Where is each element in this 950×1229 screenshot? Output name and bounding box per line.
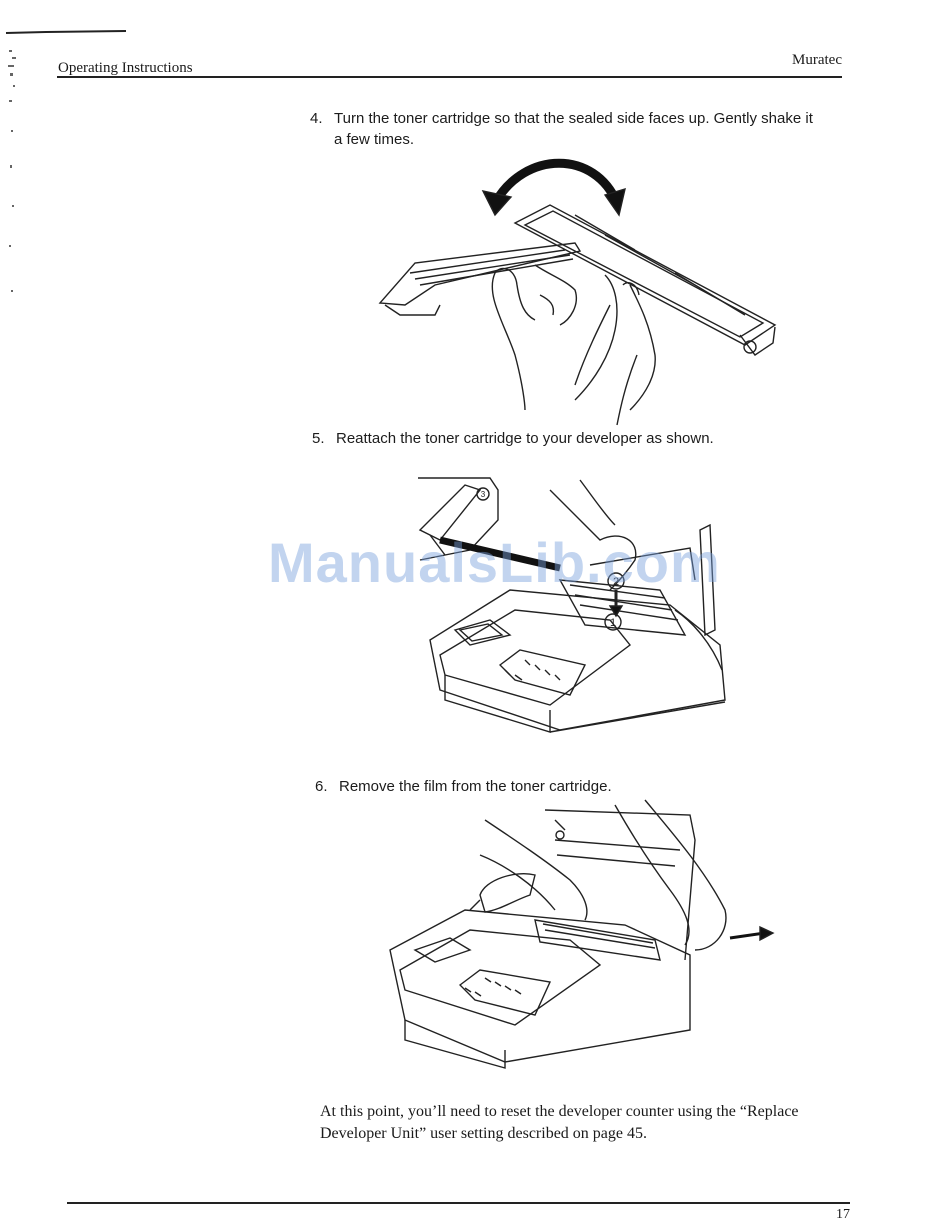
step-text: Reattach the toner cartridge to your dev… xyxy=(336,430,714,447)
step-5: 5. Reattach the toner cartridge to your d… xyxy=(312,428,714,449)
step-number: 6. xyxy=(315,778,328,795)
step-4: 4. Turn the toner cartridge so that the s… xyxy=(310,108,813,150)
callout-1: 1 xyxy=(610,617,616,629)
callout-2: 2 xyxy=(613,576,619,588)
figure-remove-film xyxy=(389,799,775,1069)
step-number: 5. xyxy=(312,430,325,447)
header-section-title: Operating Instructions xyxy=(58,60,193,76)
step-text-continued: a few times. xyxy=(334,131,415,148)
scan-mark xyxy=(5,30,127,34)
header-rule xyxy=(57,76,842,78)
watermark: ManualsLib.com xyxy=(268,531,721,594)
step-number: 4. xyxy=(310,110,323,127)
scan-speckle xyxy=(8,50,16,292)
step-text: Remove the film from the toner cartridge… xyxy=(339,778,612,795)
callout-3: 3 xyxy=(481,490,486,499)
closing-paragraph: At this point, you’ll need to reset the … xyxy=(320,1103,799,1142)
step-6: 6. Remove the film from the toner cartrid… xyxy=(315,776,612,797)
footer-rule xyxy=(67,1202,850,1204)
figure-shake-cartridge xyxy=(378,158,777,426)
figure-reattach-cartridge: 2 1 3 xyxy=(418,477,726,733)
header-brand: Muratec xyxy=(792,52,842,68)
page-number: 17 xyxy=(836,1207,850,1222)
step-text: Turn the toner cartridge so that the sea… xyxy=(334,110,813,127)
